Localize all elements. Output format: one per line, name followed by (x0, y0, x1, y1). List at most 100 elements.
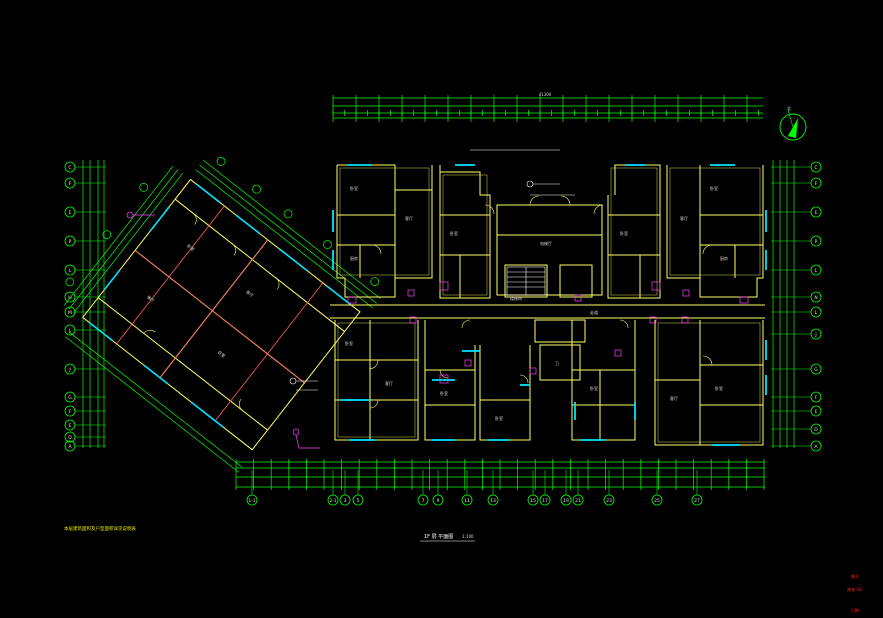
overall-dimension: 41300 (539, 92, 552, 97)
right-dimension-lines (772, 160, 795, 448)
svg-text:C: C (68, 165, 71, 171)
svg-text:1-1: 1-1 (248, 498, 255, 504)
svg-text:23: 23 (606, 498, 612, 504)
axis-bubble-right: C (810, 161, 822, 173)
corridor-label: 走道 (590, 309, 598, 315)
svg-text:日期: 日期 (851, 607, 859, 613)
axis-bubble-left: C (64, 161, 76, 173)
svg-text:E: E (69, 210, 72, 216)
svg-text:A: A (814, 444, 818, 450)
svg-text:27: 27 (694, 498, 700, 504)
svg-text:卧室: 卧室 (590, 385, 598, 391)
axis-bubble-bottom: 23 (603, 494, 615, 506)
svg-text:F: F (69, 181, 72, 187)
svg-text:3: 3 (344, 498, 347, 504)
svg-text:25: 25 (654, 498, 660, 504)
svg-text:A: A (68, 444, 72, 450)
svg-text:F: F (815, 395, 818, 401)
axis-bubble-left: L (64, 264, 76, 276)
svg-text:客厅: 客厅 (385, 380, 393, 386)
svg-text:9: 9 (437, 498, 440, 504)
axis-bubble-right: L (810, 264, 822, 276)
svg-text:5: 5 (357, 498, 360, 504)
room-labels: 卧室 客厅 厨房 卧室 卧室 卧室 厨房 客厅 卧室 客厅 卧室 卧室 卧室 卧… (345, 185, 728, 421)
svg-text:L: L (69, 268, 72, 274)
svg-text:卧室: 卧室 (440, 390, 448, 396)
axis-bubble-left: F (64, 405, 76, 417)
axis-bubble-bottom: 21 (572, 494, 584, 506)
axis-bubble-right: G (810, 363, 822, 375)
stair-label: 楼梯间 (510, 295, 522, 301)
windows (332, 164, 767, 446)
axis-bubble-left: L (64, 324, 76, 336)
svg-text:餐厅: 餐厅 (146, 294, 156, 304)
stamp: 图号 建施-03 日期 (847, 573, 862, 613)
drawing-scale: 1:100 (462, 534, 474, 539)
axis-bubble-bottom: 15 (527, 494, 539, 506)
axis-bubble-left: A (64, 440, 76, 452)
left-dimension-lines (82, 160, 105, 448)
fixtures (347, 281, 749, 384)
north-label: 北 (787, 105, 791, 111)
north-arrow-icon (779, 109, 807, 141)
svg-text:13: 13 (490, 498, 496, 504)
svg-text:N: N (814, 295, 817, 301)
axis-bubble-left: E (64, 206, 76, 218)
svg-text:客厅: 客厅 (245, 288, 255, 298)
svg-text:卧室: 卧室 (450, 230, 458, 236)
svg-text:19: 19 (563, 498, 569, 504)
axis-bubble-right: E (810, 206, 822, 218)
axis-bubble-left: J (64, 363, 76, 375)
svg-text:建施-03: 建施-03 (847, 586, 862, 592)
axis-bubble-left: M (64, 306, 76, 318)
axis-bubble-right: N (810, 291, 822, 303)
axis-bubble-left: F (64, 177, 76, 189)
axis-bubble-left: D (64, 431, 76, 443)
svg-text:P: P (815, 239, 818, 245)
svg-text:F: F (69, 409, 72, 415)
svg-text:客厅: 客厅 (680, 215, 688, 221)
svg-text:客厅: 客厅 (670, 395, 678, 401)
axis-bubble-left: E (64, 419, 76, 431)
axis-bubble-bottom: 27 (691, 494, 703, 506)
svg-text:2-1: 2-1 (329, 498, 336, 504)
svg-text:L: L (69, 328, 72, 334)
axis-bubble-right: F (810, 391, 822, 403)
rotated-wing: 卧室 客厅 餐厅 卧室 (63, 157, 381, 473)
svg-text:M: M (68, 310, 72, 316)
svg-text:卧室: 卧室 (345, 340, 353, 346)
svg-text:J: J (68, 367, 70, 373)
axis-bubble-bottom: 9 (432, 494, 444, 506)
top-dimension-chain (332, 95, 763, 122)
axis-bubble-right: A (810, 440, 822, 452)
svg-text:厨房: 厨房 (350, 255, 358, 261)
svg-text:D: D (814, 427, 818, 433)
axis-bubble-bottom: 3 (339, 494, 351, 506)
svg-text:卧室: 卧室 (186, 242, 196, 252)
svg-text:21: 21 (575, 498, 581, 504)
axis-bubble-left: P (64, 235, 76, 247)
axis-bubble-right: J (810, 328, 822, 340)
core-annotation (470, 149, 575, 196)
axis-bubble-right: L (810, 306, 822, 318)
callout-magenta (126, 211, 320, 449)
inner-wall-lines (337, 167, 761, 443)
svg-text:卧室: 卧室 (620, 230, 628, 236)
svg-text:7: 7 (422, 498, 425, 504)
axis-bubble-bottom: 11 (461, 494, 473, 506)
svg-text:L: L (815, 268, 818, 274)
svg-text:卫: 卫 (555, 361, 559, 366)
svg-text:卧室: 卧室 (710, 185, 718, 191)
svg-text:G: G (814, 367, 818, 373)
svg-text:C: C (814, 165, 817, 171)
svg-text:D: D (68, 435, 72, 441)
svg-text:E: E (815, 210, 818, 216)
axis-bubble-bottom: 19 (560, 494, 572, 506)
svg-text:卧室: 卧室 (350, 185, 358, 191)
svg-text:图号: 图号 (851, 573, 859, 579)
callout-white (289, 377, 318, 391)
